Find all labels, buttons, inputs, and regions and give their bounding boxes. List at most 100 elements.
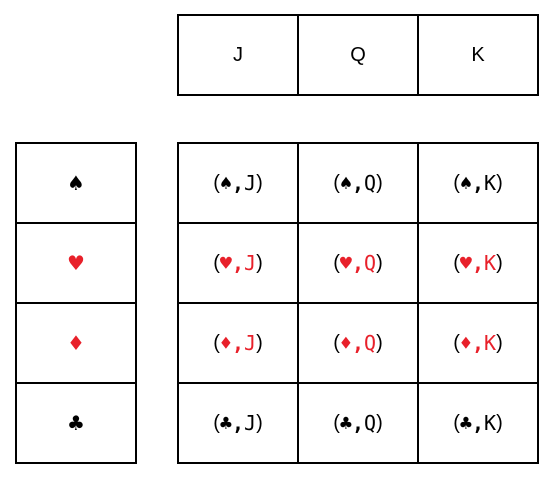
- pair-rank: J: [244, 411, 257, 435]
- close-paren: ): [376, 331, 383, 354]
- open-paren: (: [453, 171, 460, 194]
- pair-cell-spade-q: (♠,Q): [299, 144, 419, 224]
- pair-cell-spade-k: (♠,K): [419, 144, 539, 224]
- comma: ,: [351, 251, 365, 275]
- close-paren: ): [256, 411, 263, 434]
- pair-cell-club-q: (♣,Q): [299, 384, 419, 464]
- close-paren: ): [376, 251, 383, 274]
- close-paren: ): [496, 251, 503, 274]
- spade-icon: ♠: [459, 171, 472, 195]
- pair-label: (♥,Q): [333, 251, 382, 275]
- pair-rank: J: [244, 251, 257, 275]
- comma: ,: [231, 251, 245, 275]
- suit-column-table: ♠ ♥ ♦ ♣: [15, 142, 137, 464]
- open-paren: (: [453, 331, 460, 354]
- pair-rank: Q: [364, 411, 377, 435]
- pair-cell-heart-q: (♥,Q): [299, 224, 419, 304]
- heart-icon: ♥: [459, 251, 472, 275]
- spade-icon: ♠: [219, 171, 232, 195]
- suit-cell-heart: ♥: [17, 224, 137, 304]
- suit-cell-diamond: ♦: [17, 304, 137, 384]
- pair-cell-heart-j: (♥,J): [179, 224, 299, 304]
- spade-icon: ♠: [339, 171, 352, 195]
- pair-rank: J: [244, 331, 257, 355]
- pair-label: (♦,K): [453, 331, 502, 355]
- suit-cell-spade: ♠: [17, 144, 137, 224]
- comma: ,: [471, 331, 485, 355]
- rank-header-cell-j: J: [179, 16, 299, 96]
- close-paren: ): [376, 171, 383, 194]
- rank-header-cell-q: Q: [299, 16, 419, 96]
- suit-cell-club: ♣: [17, 384, 137, 464]
- open-paren: (: [453, 251, 460, 274]
- pair-label: (♠,J): [213, 171, 262, 195]
- pair-cell-club-k: (♣,K): [419, 384, 539, 464]
- close-paren: ): [256, 171, 263, 194]
- diamond-icon: ♦: [67, 331, 85, 355]
- close-paren: ): [496, 171, 503, 194]
- club-icon: ♣: [67, 411, 85, 435]
- comma: ,: [471, 411, 485, 435]
- rank-label: J: [233, 43, 243, 66]
- comma: ,: [351, 411, 365, 435]
- comma: ,: [471, 251, 485, 275]
- open-paren: (: [333, 411, 340, 434]
- spade-icon: ♠: [67, 171, 85, 195]
- open-paren: (: [333, 251, 340, 274]
- open-paren: (: [333, 331, 340, 354]
- comma: ,: [231, 171, 245, 195]
- pair-cell-club-j: (♣,J): [179, 384, 299, 464]
- pair-rank: Q: [364, 331, 377, 355]
- club-icon: ♣: [219, 411, 232, 435]
- comma: ,: [231, 411, 245, 435]
- club-icon: ♣: [339, 411, 352, 435]
- rank-label: K: [471, 43, 485, 66]
- open-paren: (: [213, 411, 220, 434]
- open-paren: (: [213, 171, 220, 194]
- comma: ,: [351, 331, 365, 355]
- comma: ,: [471, 171, 485, 195]
- diamond-icon: ♦: [339, 331, 352, 355]
- pair-label: (♠,K): [453, 171, 502, 195]
- pair-label: (♠,Q): [333, 171, 382, 195]
- pair-rank: Q: [364, 171, 377, 195]
- diamond-icon: ♦: [219, 331, 232, 355]
- pair-cell-spade-j: (♠,J): [179, 144, 299, 224]
- close-paren: ): [256, 331, 263, 354]
- pair-rank: Q: [364, 251, 377, 275]
- pair-rank: K: [484, 171, 497, 195]
- pair-rank: J: [244, 171, 257, 195]
- pair-cell-diamond-k: (♦,K): [419, 304, 539, 384]
- club-icon: ♣: [459, 411, 472, 435]
- close-paren: ): [496, 411, 503, 434]
- pair-rank: K: [484, 331, 497, 355]
- comma: ,: [231, 331, 245, 355]
- rank-header-cell-k: K: [419, 16, 539, 96]
- pair-cell-diamond-q: (♦,Q): [299, 304, 419, 384]
- diamond-icon: ♦: [459, 331, 472, 355]
- pair-label: (♦,Q): [333, 331, 382, 355]
- pair-label: (♣,Q): [333, 411, 382, 435]
- open-paren: (: [213, 331, 220, 354]
- open-paren: (: [333, 171, 340, 194]
- heart-icon: ♥: [67, 251, 85, 275]
- pair-label: (♦,J): [213, 331, 262, 355]
- close-paren: ): [376, 411, 383, 434]
- heart-icon: ♥: [219, 251, 232, 275]
- pair-rank: K: [484, 411, 497, 435]
- close-paren: ): [496, 331, 503, 354]
- pair-label: (♣,K): [453, 411, 502, 435]
- pair-cell-heart-k: (♥,K): [419, 224, 539, 304]
- open-paren: (: [213, 251, 220, 274]
- pair-cell-diamond-j: (♦,J): [179, 304, 299, 384]
- comma: ,: [351, 171, 365, 195]
- rank-header-table: J Q K: [177, 14, 539, 96]
- pair-label: (♥,J): [213, 251, 262, 275]
- pair-label: (♣,J): [213, 411, 262, 435]
- pair-rank: K: [484, 251, 497, 275]
- open-paren: (: [453, 411, 460, 434]
- cartesian-product-table: (♠,J)(♠,Q)(♠,K)(♥,J)(♥,Q)(♥,K)(♦,J)(♦,Q)…: [177, 142, 539, 464]
- heart-icon: ♥: [339, 251, 352, 275]
- close-paren: ): [256, 251, 263, 274]
- pair-label: (♥,K): [453, 251, 502, 275]
